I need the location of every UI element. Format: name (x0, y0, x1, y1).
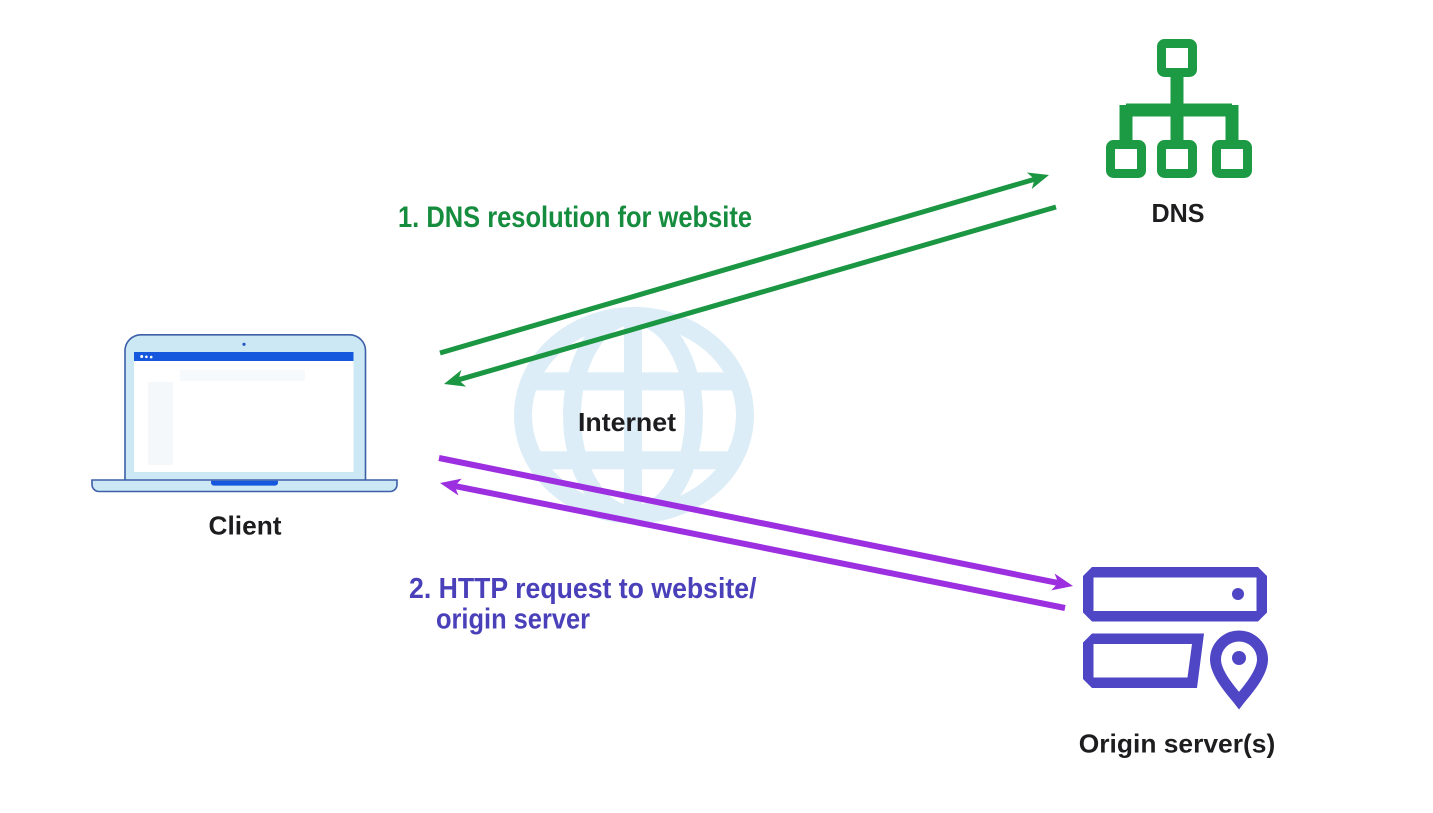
svg-text:1. DNS resolution for website: 1. DNS resolution for website (398, 201, 752, 234)
svg-text:Origin server(s): Origin server(s) (1079, 729, 1276, 759)
svg-text:origin server: origin server (436, 604, 590, 636)
svg-text:Internet: Internet (578, 407, 676, 437)
svg-text:Client: Client (209, 511, 282, 541)
svg-text:2. HTTP request to website/: 2. HTTP request to website/ (409, 573, 757, 605)
svg-text:DNS: DNS (1152, 198, 1205, 228)
